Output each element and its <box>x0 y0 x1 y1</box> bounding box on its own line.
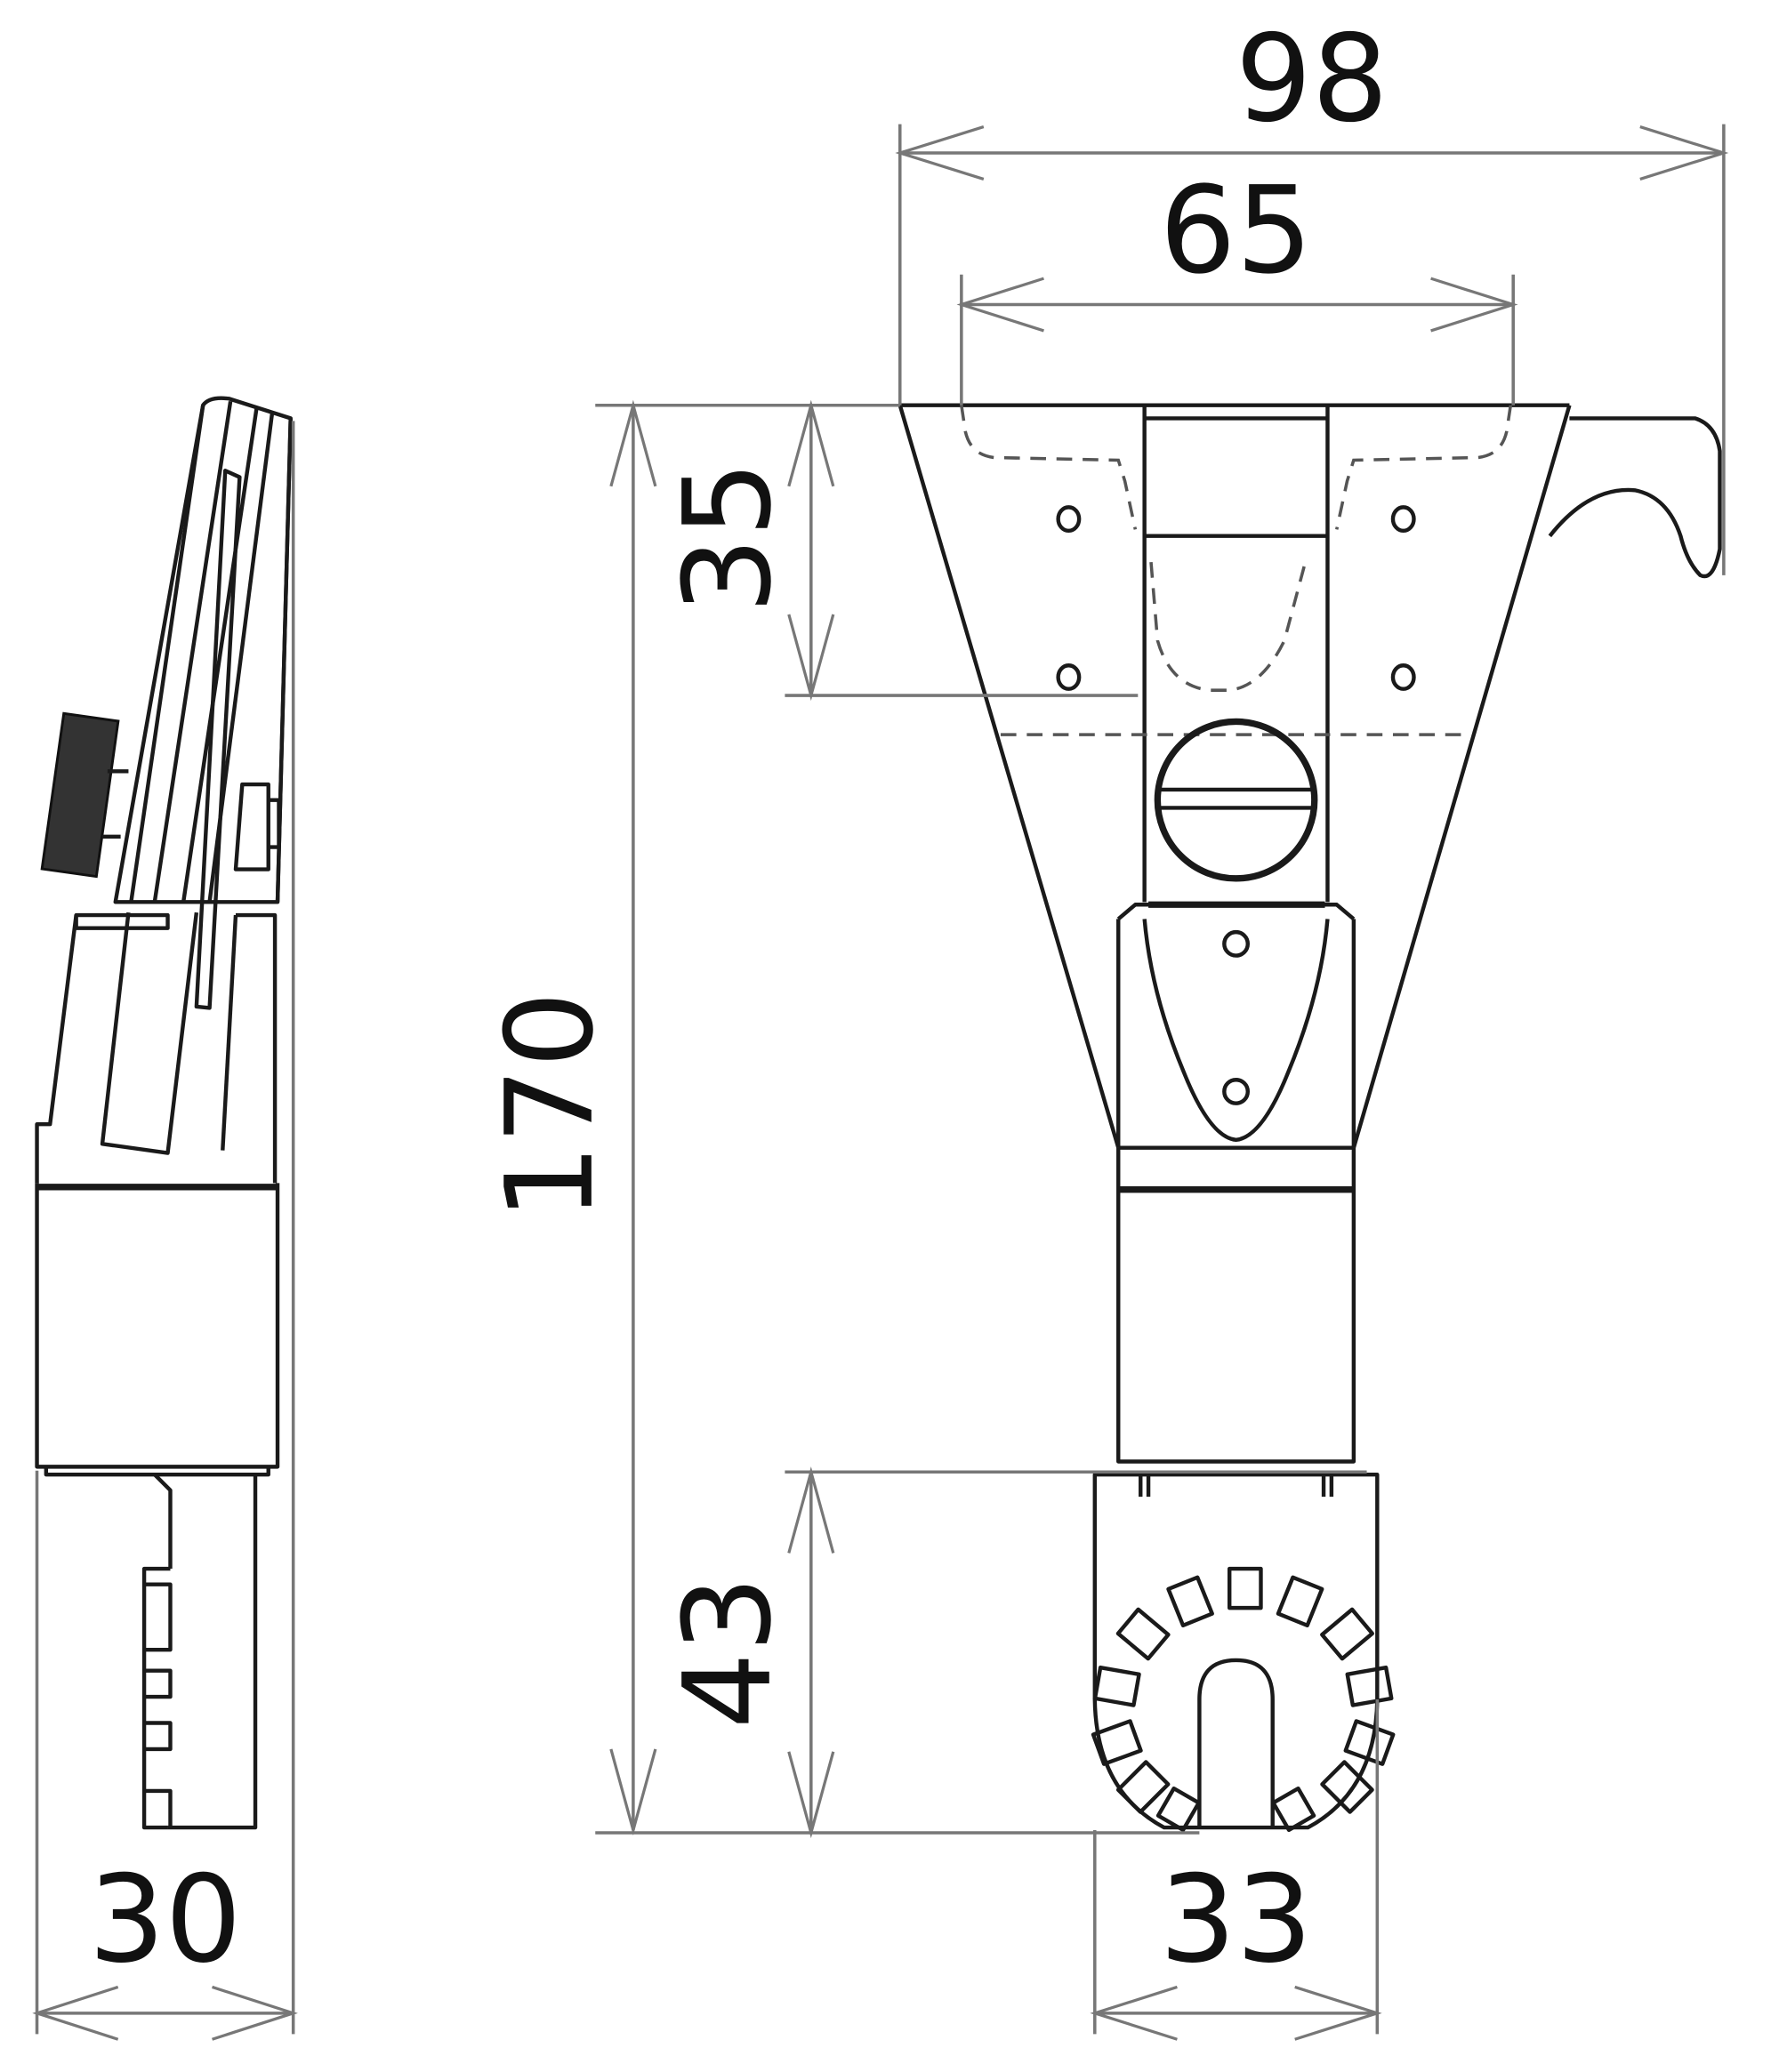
front-view: 98 65 35 170 43 33 <box>479 8 1729 2041</box>
serration-teeth <box>1091 1566 1396 1833</box>
dim-label-inner-width: 65 <box>1160 160 1313 301</box>
rivet-hole <box>1222 929 1250 958</box>
dim-label-base-width: 33 <box>1160 1849 1313 1989</box>
dim-label-side-depth: 30 <box>89 1849 242 1989</box>
dim-label-overall-height: 170 <box>479 992 620 1221</box>
mounting-hole <box>1056 505 1082 534</box>
dim-label-lower-height: 43 <box>657 1576 798 1729</box>
knurled-screw-icon <box>40 711 120 879</box>
rivet-hole <box>1222 1078 1250 1105</box>
side-view: 30 <box>32 396 298 2041</box>
mounting-hole <box>1056 663 1082 691</box>
slotted-screw-icon <box>1154 718 1318 882</box>
dim-label-overall-width: 98 <box>1236 8 1389 149</box>
mounting-hole <box>1390 505 1416 534</box>
mounting-hole <box>1390 663 1416 691</box>
dim-label-upper-height: 35 <box>657 461 798 614</box>
